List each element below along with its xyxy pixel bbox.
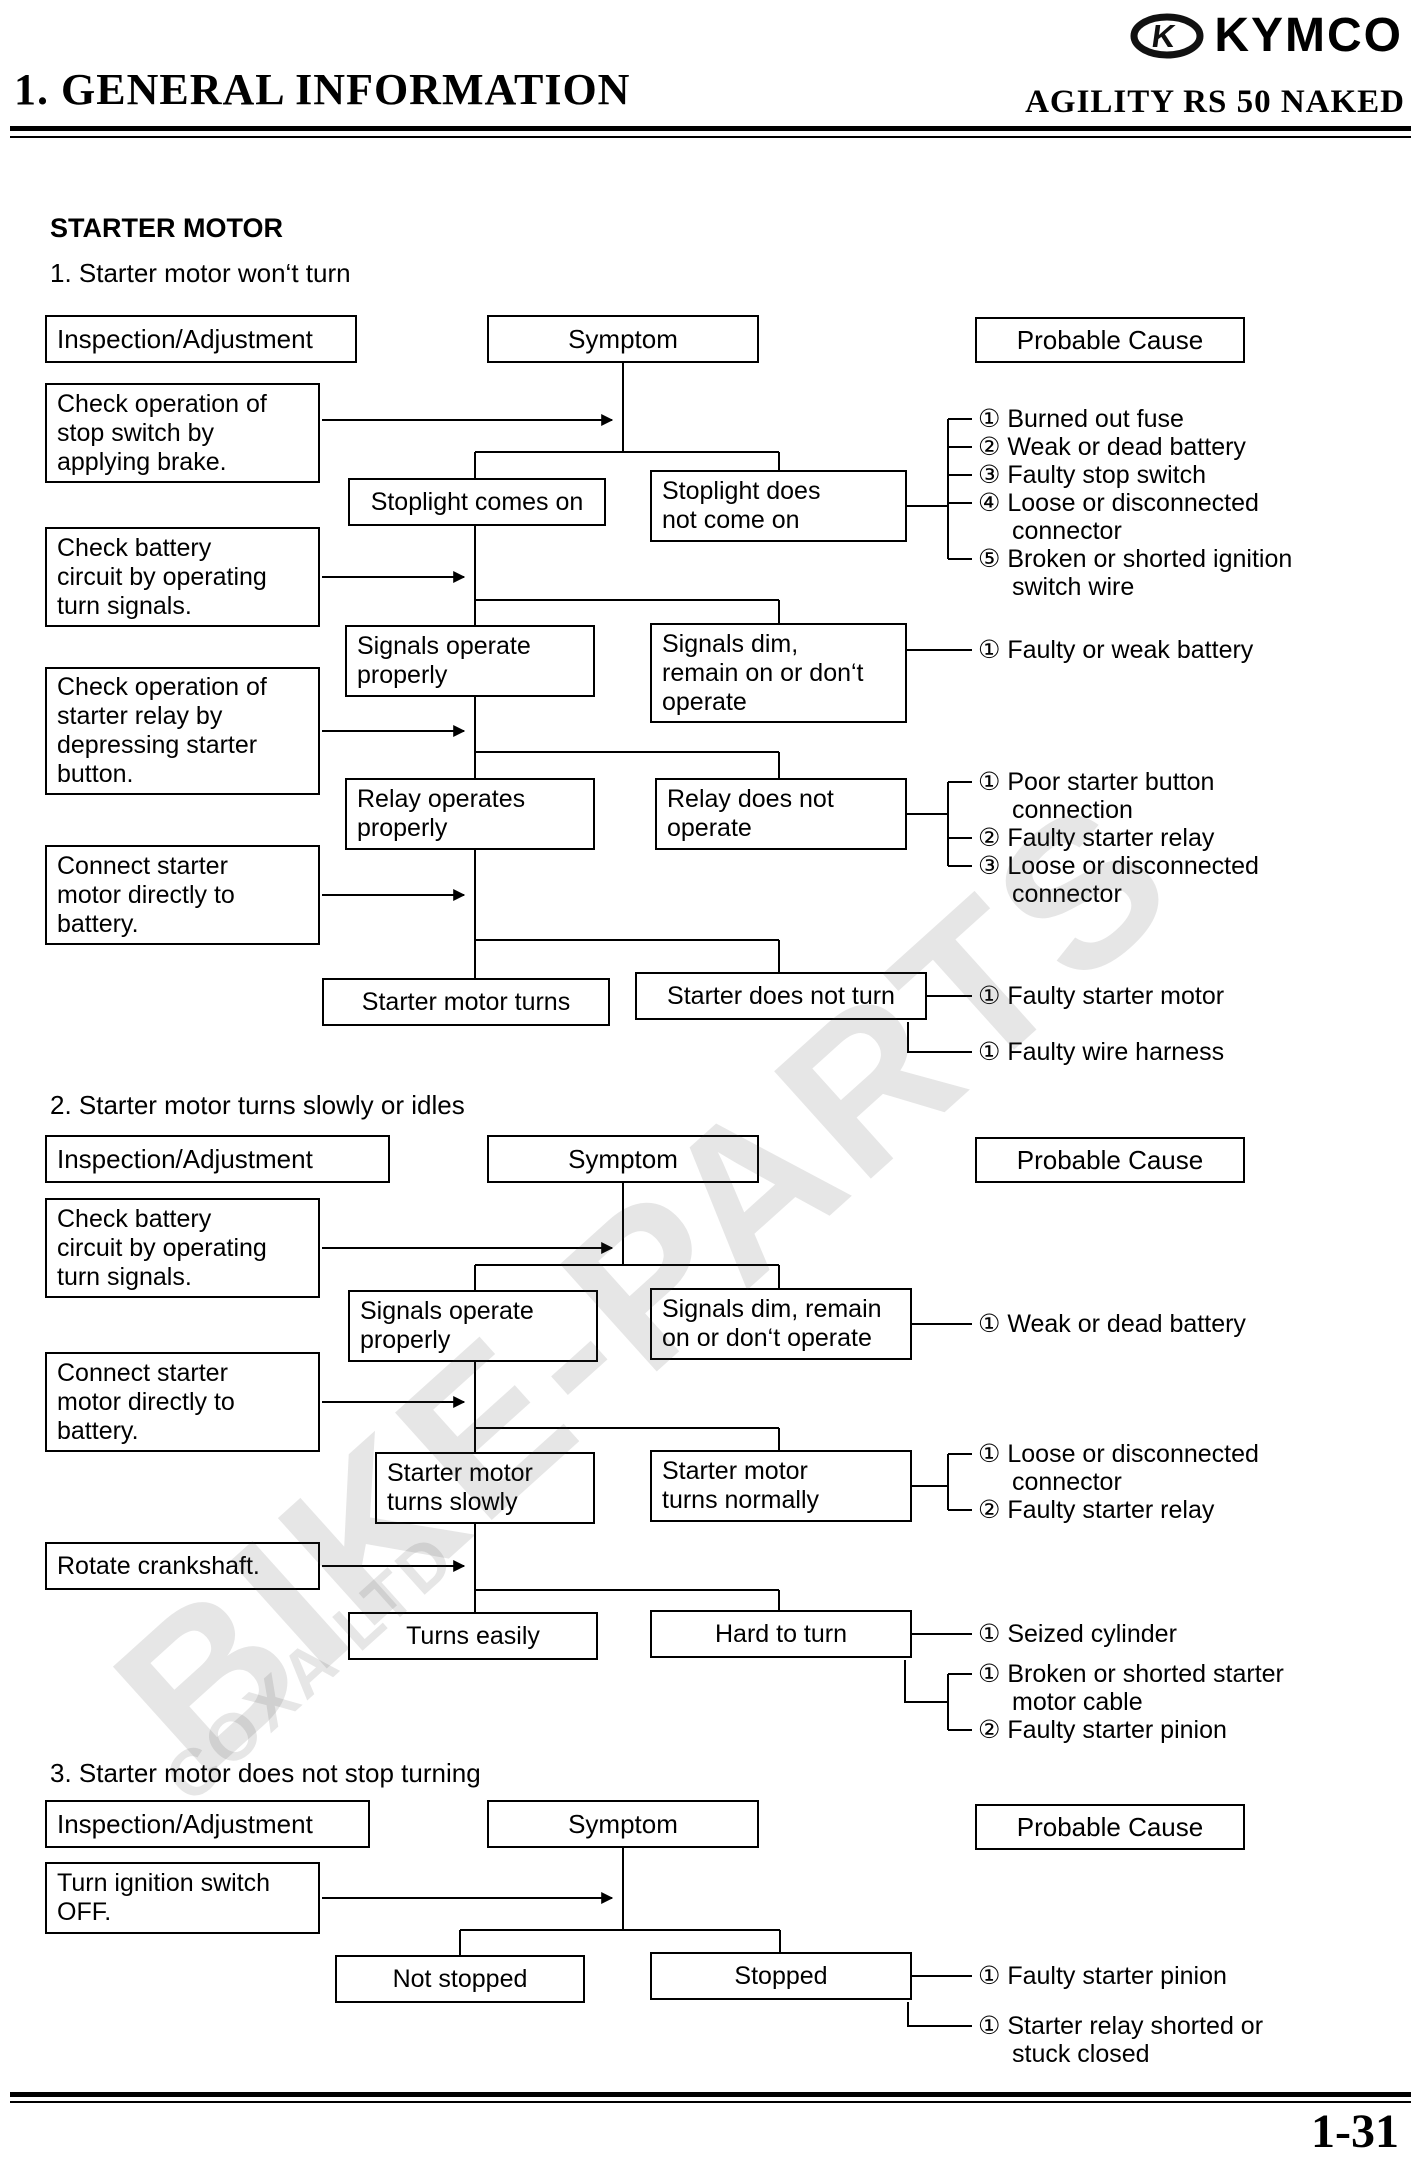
section3-title: 3. Starter motor does not stop turning xyxy=(50,1758,481,1788)
cause-item: ① Faulty starter pinion xyxy=(978,1962,1227,1990)
symptom-starter-turns: Starter motor turns xyxy=(322,978,610,1026)
col-header-inspection-1: Inspection/Adjustment xyxy=(45,315,357,363)
symptom-relay-operates: Relay operates properly xyxy=(345,778,595,850)
cause-item: ① Broken or shorted starter motor cable xyxy=(978,1660,1284,1716)
inspection-connect-motor: Connect starter motor directly to batter… xyxy=(45,845,320,945)
col-header-inspection-2: Inspection/Adjustment xyxy=(45,1135,390,1183)
symptom-starter-not-turn: Starter does not turn xyxy=(635,972,927,1020)
svg-text:K: K xyxy=(1150,18,1178,54)
cause-item: ② Faulty starter relay xyxy=(978,1496,1215,1524)
symptom-hard-to-turn: Hard to turn xyxy=(650,1610,912,1658)
inspection-starter-relay: Check operation of starter relay by depr… xyxy=(45,667,320,795)
inspection-battery-circuit-2: Check battery circuit by operating turn … xyxy=(45,1198,320,1298)
footer-rule-thick xyxy=(10,2092,1411,2097)
cause-item: ② Faulty starter relay xyxy=(978,824,1215,852)
cause-item: ① Faulty wire harness xyxy=(978,1038,1225,1066)
symptom-signals-dim-2: Signals dim, remain on or don‘t operate xyxy=(650,1288,912,1360)
col-header-symptom-1: Symptom xyxy=(487,315,759,363)
logo-text: KYMCO xyxy=(1214,9,1403,62)
cause-item: ① Burned out fuse xyxy=(978,405,1184,433)
cause-item: ① Seized cylinder xyxy=(978,1620,1177,1648)
col-header-cause-2: Probable Cause xyxy=(975,1137,1245,1183)
symptom-turns-easily: Turns easily xyxy=(348,1612,598,1660)
symptom-stoplight-not-come-on: Stoplight does not come on xyxy=(650,470,907,542)
footer-rule-thin xyxy=(10,2101,1411,2103)
model-name: AGILITY RS 50 NAKED xyxy=(1025,84,1405,120)
symptom-signals-dim: Signals dim, remain on or don‘t operate xyxy=(650,623,907,723)
col-header-symptom-3: Symptom xyxy=(487,1800,759,1848)
cause-item: ② Weak or dead battery xyxy=(978,433,1246,461)
symptom-stoplight-comes-on: Stoplight comes on xyxy=(348,478,606,526)
header-rule-thin xyxy=(10,136,1411,138)
inspection-stop-switch: Check operation of stop switch by applyi… xyxy=(45,383,320,483)
page-number: 1-31 xyxy=(1311,2105,1399,2158)
page-title: 1. GENERAL INFORMATION xyxy=(14,65,631,114)
col-header-symptom-2: Symptom xyxy=(487,1135,759,1183)
cause-item: ② Faulty starter pinion xyxy=(978,1716,1227,1744)
symptom-stopped: Stopped xyxy=(650,1952,912,2000)
cause-item: ④ Loose or disconnected connector xyxy=(978,489,1259,545)
section1-heading: STARTER MOTOR xyxy=(50,213,283,243)
symptom-signals-operate-2: Signals operate properly xyxy=(348,1290,598,1362)
inspection-connect-motor-2: Connect starter motor directly to batter… xyxy=(45,1352,320,1452)
section2-title: 2. Starter motor turns slowly or idles xyxy=(50,1090,465,1120)
symptom-relay-not-operate: Relay does not operate xyxy=(655,778,907,850)
symptom-signals-operate: Signals operate properly xyxy=(345,625,595,697)
symptom-not-stopped: Not stopped xyxy=(335,1955,585,2003)
cause-item: ① Poor starter button connection xyxy=(978,768,1215,824)
col-header-cause-1: Probable Cause xyxy=(975,317,1245,363)
cause-item: ⑤ Broken or shorted ignition switch wire xyxy=(978,545,1293,601)
cause-item: ① Weak or dead battery xyxy=(978,1310,1246,1338)
kymco-badge-icon: K xyxy=(1130,13,1204,58)
kymco-logo: K KYMCO xyxy=(1130,8,1403,63)
inspection-rotate-crankshaft: Rotate crankshaft. xyxy=(45,1542,320,1590)
cause-item: ③ Faulty stop switch xyxy=(978,461,1207,489)
cause-item: ① Loose or disconnected connector xyxy=(978,1440,1259,1496)
col-header-inspection-3: Inspection/Adjustment xyxy=(45,1800,370,1848)
cause-item: ① Faulty starter motor xyxy=(978,982,1225,1010)
inspection-battery-circuit: Check battery circuit by operating turn … xyxy=(45,527,320,627)
col-header-cause-3: Probable Cause xyxy=(975,1804,1245,1850)
cause-item: ① Starter relay shorted or stuck closed xyxy=(978,2012,1264,2068)
symptom-turns-slowly: Starter motor turns slowly xyxy=(375,1452,595,1524)
header-rule-thick xyxy=(10,126,1411,131)
cause-item: ① Faulty or weak battery xyxy=(978,636,1254,664)
inspection-ignition-off: Turn ignition switch OFF. xyxy=(45,1862,320,1934)
section1-title: 1. Starter motor won‘t turn xyxy=(50,258,351,288)
cause-item: ③ Loose or disconnected connector xyxy=(978,852,1259,908)
symptom-turns-normally: Starter motor turns normally xyxy=(650,1450,912,1522)
